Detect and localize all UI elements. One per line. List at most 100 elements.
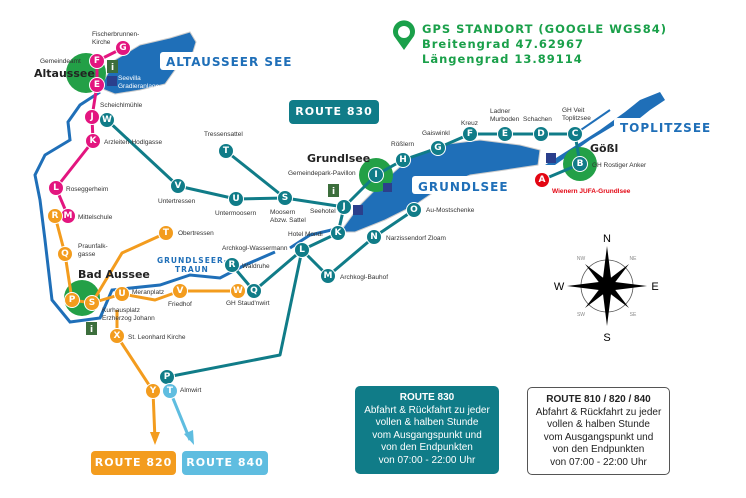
stop-label: Roseggerheim: [66, 186, 108, 193]
stop-marker[interactable]: [115, 40, 131, 56]
stop-orange-r[interactable]: R: [47, 208, 63, 224]
stop-label: Seevilla: [118, 75, 141, 82]
svg-text:i: i: [332, 187, 335, 197]
stop-marker[interactable]: [534, 172, 550, 188]
stop-marker[interactable]: [277, 190, 293, 206]
stop-marker[interactable]: [533, 126, 549, 142]
stop-label: Archkogl-Bauhof: [340, 274, 388, 281]
stop-label: Ladner: [490, 108, 511, 115]
stop-marker[interactable]: [228, 191, 244, 207]
stop-marker[interactable]: [294, 242, 310, 258]
stop-teal-q[interactable]: Q: [246, 283, 262, 299]
stop-marker[interactable]: [395, 152, 411, 168]
stop-orange-y[interactable]: Y: [145, 383, 161, 399]
stop-letter: N: [370, 232, 378, 242]
stop-marker[interactable]: [368, 167, 384, 183]
stop-marker[interactable]: [84, 295, 100, 311]
stop-marker[interactable]: [246, 283, 262, 299]
compass-rose: N S E W NE NW SE SW: [554, 233, 659, 344]
stop-marker[interactable]: [64, 292, 80, 308]
stop-marker[interactable]: [48, 180, 64, 196]
stop-marker[interactable]: [224, 257, 240, 273]
stop-letter: J: [341, 202, 345, 212]
stop-marker[interactable]: [89, 77, 105, 93]
stop-marker[interactable]: [84, 109, 100, 125]
stop-marker[interactable]: [406, 202, 422, 218]
info-icon: i: [86, 322, 97, 335]
stop-orange-p[interactable]: P: [64, 292, 80, 308]
stop-marker[interactable]: [99, 112, 115, 128]
stop-marker[interactable]: [114, 286, 130, 302]
stop-marker[interactable]: [172, 283, 188, 299]
stop-marker[interactable]: [462, 126, 478, 142]
info-line: vollen & halben Stunde: [547, 419, 650, 430]
stop-marker[interactable]: [162, 383, 178, 399]
stop-teal-w[interactable]: W: [99, 112, 115, 128]
stop-label: Gradieranlage: [118, 83, 160, 90]
stop-marker[interactable]: [336, 199, 352, 215]
stop-teal-p[interactable]: P: [159, 369, 175, 385]
stop-letter: T: [223, 146, 230, 156]
stop-marker[interactable]: [109, 328, 125, 344]
stop-marker[interactable]: [320, 268, 336, 284]
stop-letter: W: [102, 115, 112, 125]
stop-marker[interactable]: [497, 126, 513, 142]
stop-marker[interactable]: [366, 229, 382, 245]
stop-letter: X: [114, 331, 121, 341]
stop-marker[interactable]: [230, 283, 246, 299]
stop-label: Meranplatz: [132, 289, 164, 296]
stop-marker[interactable]: [218, 143, 234, 159]
stop-marker[interactable]: [572, 156, 588, 172]
stop-marker[interactable]: [430, 140, 446, 156]
stop-marker[interactable]: [170, 178, 186, 194]
river-label-1: GRUNDLSEER-: [157, 256, 228, 265]
stop-marker[interactable]: [89, 53, 105, 69]
route-830-branch-tressensattel: [225, 149, 286, 200]
stop-marker[interactable]: [158, 225, 174, 241]
info-line: von 07:00 - 22:00 Uhr: [550, 456, 647, 468]
stop-marker[interactable]: [145, 383, 161, 399]
stop-orange-w[interactable]: WGH Staud'nwirt: [226, 283, 270, 308]
stop-marker[interactable]: [57, 246, 73, 262]
stop-marker[interactable]: [330, 225, 346, 241]
stop-marker[interactable]: [85, 133, 101, 149]
stop-marker[interactable]: [567, 126, 583, 142]
stop-marker[interactable]: [47, 208, 63, 224]
stop-letter: G: [119, 43, 126, 53]
